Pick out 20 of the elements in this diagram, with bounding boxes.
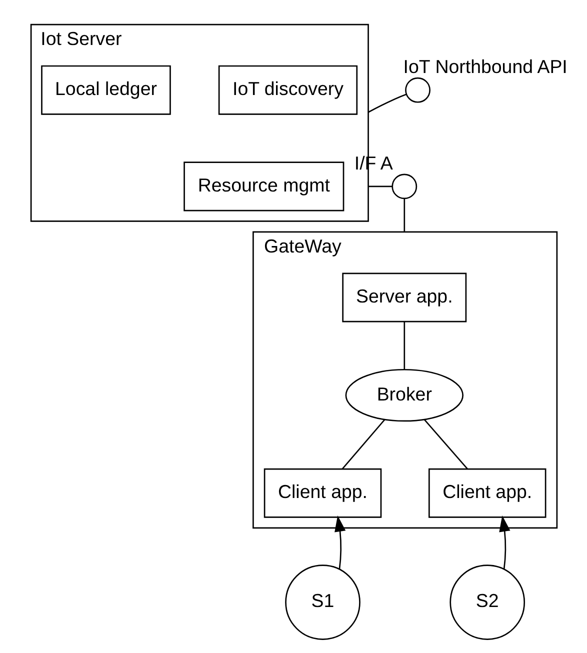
node-circle bbox=[404, 77, 430, 103]
node-box: Server app. bbox=[342, 272, 466, 322]
arrow bbox=[498, 516, 510, 570]
node-box: IoT discovery bbox=[218, 65, 358, 115]
connector bbox=[423, 419, 468, 470]
connector bbox=[403, 198, 405, 232]
connector bbox=[403, 322, 405, 370]
connector bbox=[368, 186, 392, 188]
node-box: Resource mgmt bbox=[183, 162, 344, 212]
node-box: Local ledger bbox=[40, 65, 170, 115]
node-label: IoT Northbound API bbox=[402, 56, 567, 77]
node-box: Client app. bbox=[263, 468, 382, 518]
connector bbox=[367, 94, 406, 113]
node-box: Client app. bbox=[428, 468, 546, 518]
connector bbox=[341, 419, 385, 470]
node-circle: S1 bbox=[284, 564, 360, 640]
node-ellipse: Broker bbox=[344, 368, 464, 422]
node-circle: S2 bbox=[449, 564, 525, 640]
arrow bbox=[334, 516, 346, 570]
node-circle bbox=[391, 174, 417, 200]
